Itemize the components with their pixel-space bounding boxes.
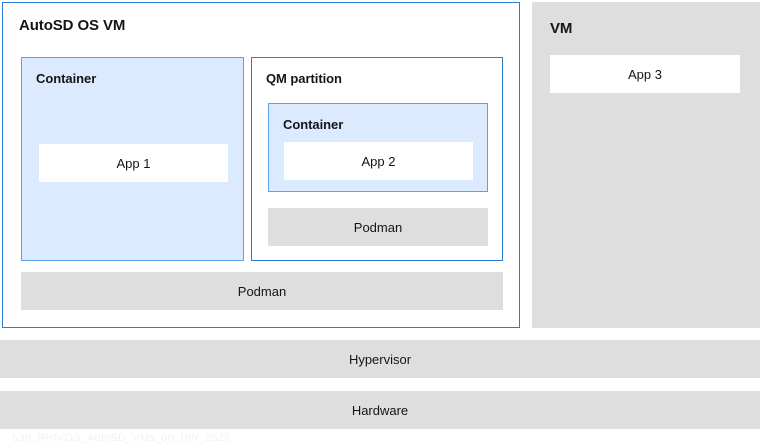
qm-partition-box: QM partition Container App 2 Podman: [251, 57, 503, 261]
container-label: Container: [283, 117, 344, 132]
app-chip-app3: App 3: [550, 55, 740, 93]
layer-bar-hypervisor: Hypervisor: [0, 340, 760, 378]
autosd-os-vm-panel: AutoSD OS VM Container App 1 QM partitio…: [2, 2, 520, 328]
app-chip-app2: App 2: [284, 142, 473, 180]
vm-panel: VM: [532, 2, 760, 328]
app-chip-app1: App 1: [39, 144, 228, 182]
autosd-os-vm-title: AutoSD OS VM: [19, 17, 126, 34]
container-box-app2: Container App 2: [268, 103, 488, 192]
vm-title: VM: [550, 20, 573, 37]
qm-partition-label: QM partition: [266, 71, 342, 86]
watermark-text: 539_RHIVOS_AutoSD_VMs_on_HW_0525: [12, 432, 231, 444]
container-label: Container: [36, 71, 97, 86]
podman-bar-qm: Podman: [268, 208, 488, 246]
container-box-app1: Container App 1: [21, 57, 244, 261]
podman-bar-host: Podman: [21, 272, 503, 310]
layer-bar-hardware: Hardware: [0, 391, 760, 429]
